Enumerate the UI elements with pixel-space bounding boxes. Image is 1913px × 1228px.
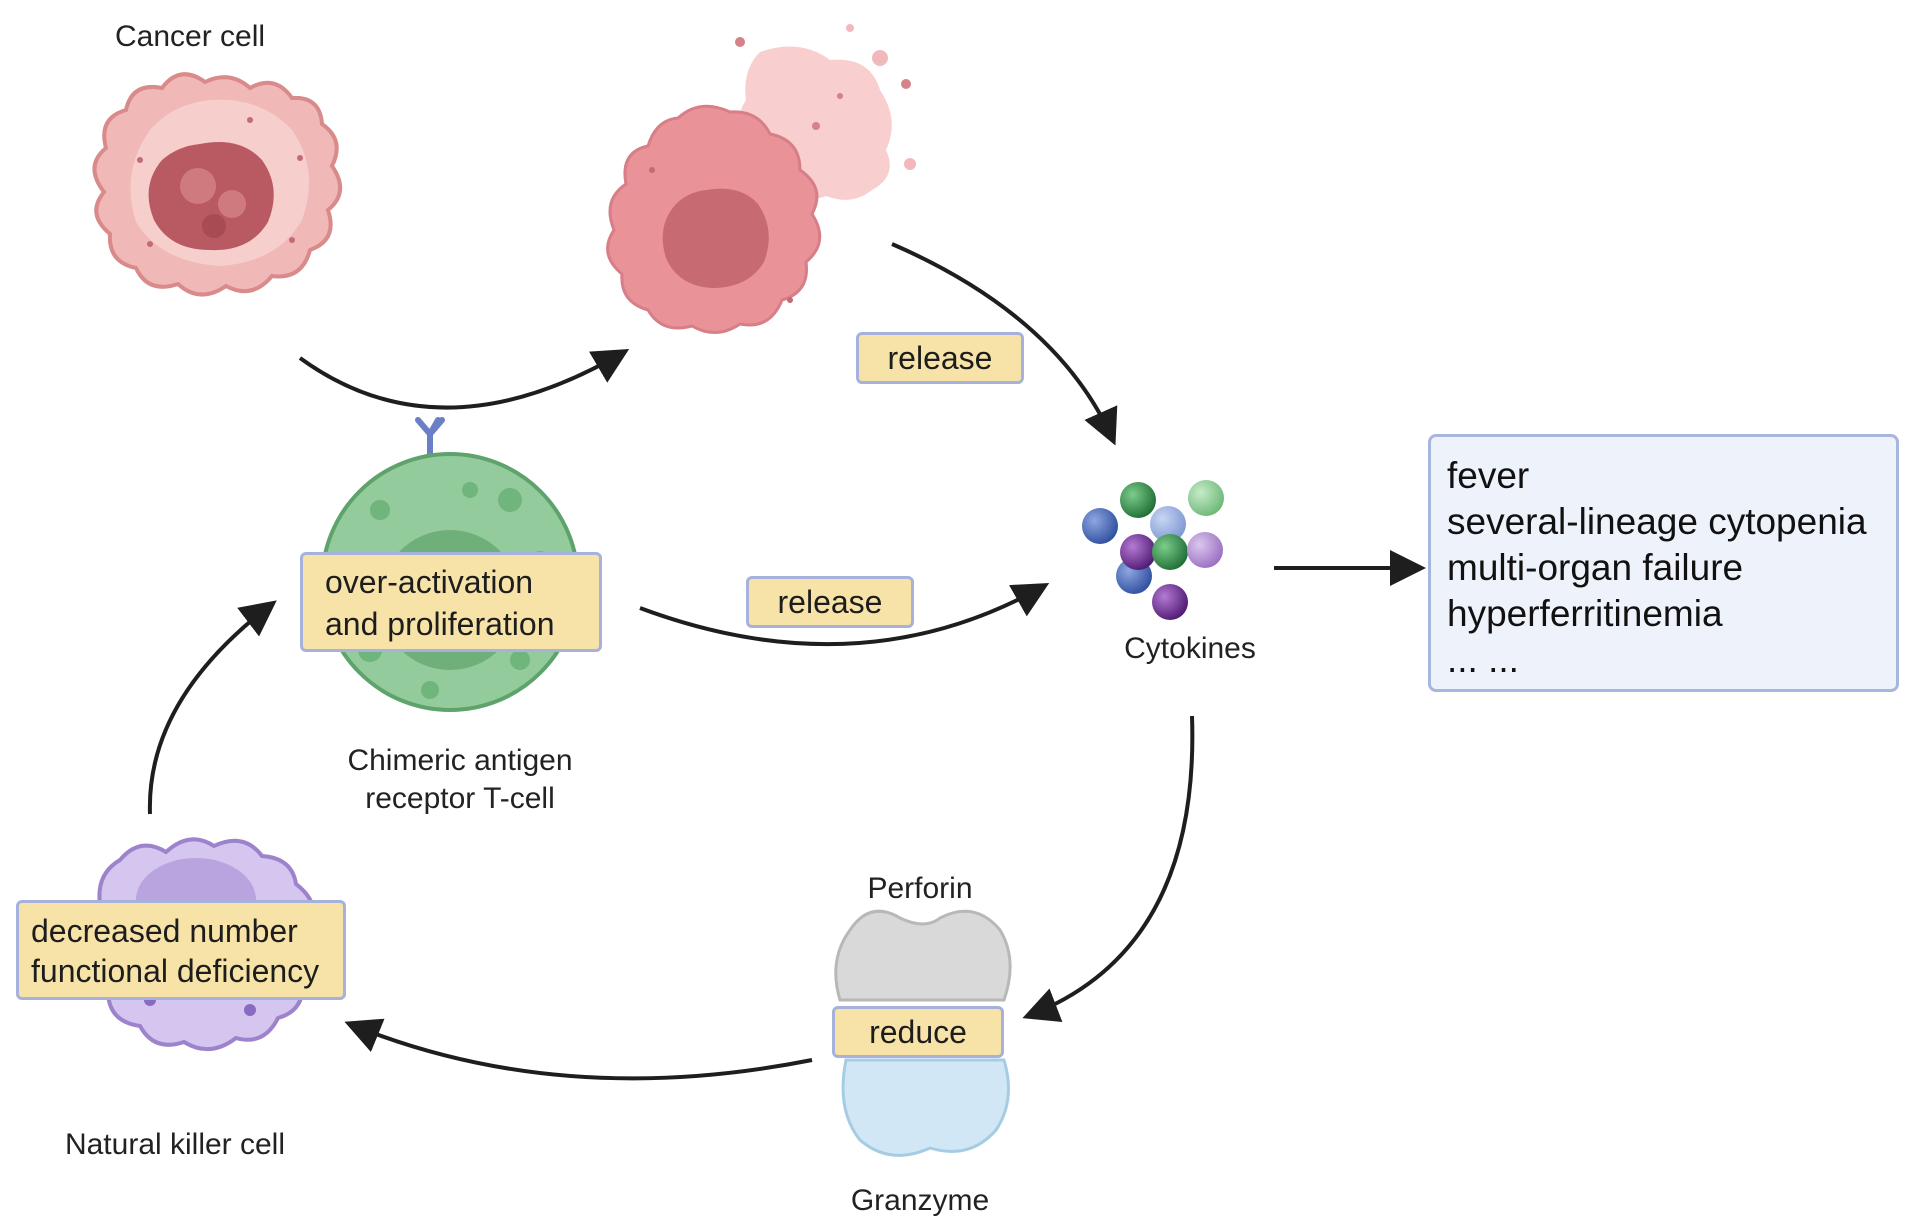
nk-cell-label: Natural killer cell [64,1128,286,1161]
nk-deficit-tag-line-2: functional deficiency [31,953,320,989]
symptom-item: several-lineage cytopenia [1447,501,1867,542]
car-t-cell-label-line-2: receptor T-cell [365,782,555,815]
symptom-item: ... ... [1447,639,1519,680]
arrow-release-lysed [891,242,1118,446]
perforin-label: Perforin [867,872,973,905]
granzyme-icon [841,1058,1010,1157]
car-t-cell-label: Chimeric antigen receptor T-cell [300,742,620,818]
reduce-tag-text: reduce [869,1014,967,1050]
symptom-item: fever [1447,455,1530,496]
activation-tag-line-2: and proliferation [325,606,555,642]
car-t-cell-label-line-1: Chimeric antigen [347,744,573,777]
reduce-tag: reduce [832,1006,1004,1058]
activation-tag: over-activation and proliferation [300,552,602,652]
arrow-to-perforin [1022,715,1195,1023]
release-tag-mid-text: release [777,584,883,620]
cancer-cell-icon [92,72,342,297]
nk-deficit-tag-line-1: decreased number [31,913,298,949]
symptom-item: hyperferritinemia [1447,593,1723,634]
release-tag-mid: release [746,576,914,628]
cancer-cell-label: Cancer cell [114,20,266,53]
symptom-item: multi-organ failure [1447,547,1744,588]
symptoms-box: fever several-lineage cytopenia multi-or… [1428,434,1899,692]
arrow-kill-cancer [298,348,630,410]
arrow-to-nk-cell [344,1018,813,1081]
granzyme-label: Granzyme [850,1184,990,1217]
cytokines-label: Cytokines [1124,632,1256,665]
arrow-nk-to-t-cell [147,600,277,815]
release-tag-top: release [856,332,1024,384]
perforin-icon [834,909,1012,1002]
lysed-cancer-cell-icon [606,24,916,334]
activation-tag-line-1: over-activation [325,564,534,600]
cytokines-icon [1082,480,1224,620]
arrow-release-t-cell [639,583,1050,647]
release-tag-top-text: release [887,340,993,376]
nk-deficit-tag: decreased number functional deficiency [16,900,346,1000]
